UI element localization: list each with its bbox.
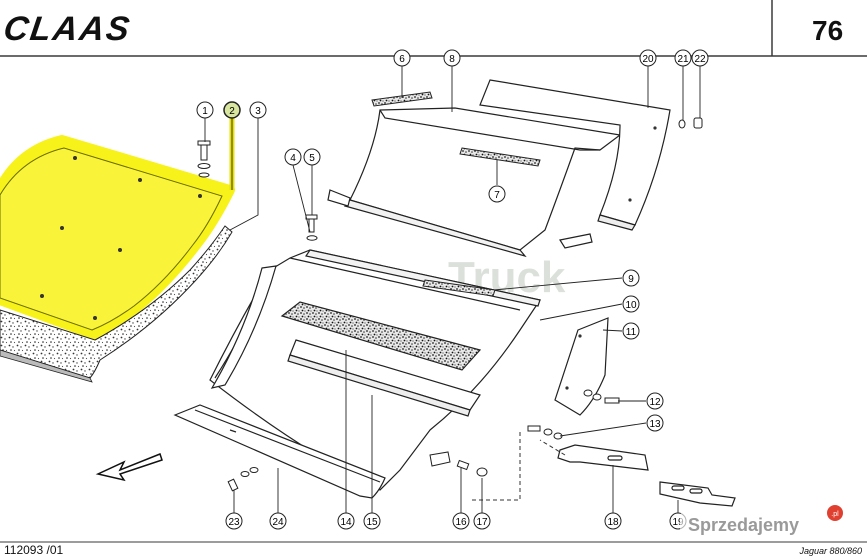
callout-17-label: 17 (476, 517, 488, 528)
callout-24: 24 (269, 512, 287, 530)
callout-4: 4 (284, 148, 302, 166)
direction-arrow (95, 453, 163, 482)
callout-20-label: 20 (642, 54, 654, 65)
callout-4-label: 4 (290, 153, 296, 164)
curved-plate-part-20 (479, 79, 671, 231)
callout-3: 3 (249, 101, 267, 119)
callout-19-label: 19 (672, 517, 684, 528)
callout-16-label: 16 (455, 517, 467, 528)
callout-1: 1 (196, 101, 214, 119)
callout-15-label: 15 (366, 517, 378, 528)
callout-8: 8 (443, 49, 461, 67)
callout-10: 10 (622, 295, 640, 313)
marketplace-badge: Sprzedajemy .pl (680, 505, 845, 538)
marketplace-badge-text: Sprzedajemy (688, 515, 799, 535)
brand-logo: CLAAS (1, 10, 133, 48)
callout-2: 2 (223, 101, 241, 119)
highlighted-cover-plate (0, 135, 235, 340)
marketplace-badge-suffix: .pl (831, 511, 839, 518)
marketplace-badge-dot (827, 505, 843, 521)
callout-5: 5 (303, 148, 321, 166)
leader-lines (204, 66, 701, 513)
callout-17: 17 (473, 512, 491, 530)
callout-16: 16 (452, 512, 470, 530)
model-label: Jaguar 880/860 (798, 546, 862, 556)
callout-24-label: 24 (272, 517, 284, 528)
callout-6: 6 (393, 49, 411, 67)
callout-13-label: 13 (649, 419, 661, 430)
insulation-mat (0, 225, 233, 383)
callout-23-label: 23 (228, 517, 240, 528)
perforated-plate-part-14 (280, 301, 482, 371)
bolt-part-12 (583, 389, 620, 404)
strip-part-6 (371, 91, 433, 107)
bolt-part-13 (527, 425, 563, 440)
callout-3-label: 3 (255, 106, 261, 117)
callout-8-label: 8 (449, 54, 455, 65)
callout-15: 15 (363, 512, 381, 530)
side-flange (210, 265, 277, 389)
callout-5-label: 5 (309, 153, 315, 164)
callout-10-label: 10 (625, 300, 637, 311)
side-panel-part-11 (554, 317, 609, 416)
callout-18: 18 (604, 512, 622, 530)
callout-7-label: 7 (494, 190, 500, 201)
callout-11-label: 11 (626, 327, 637, 338)
upper-shroud-part-8 (327, 107, 622, 258)
fasteners-21-22 (678, 117, 703, 129)
callout-11: 11 (622, 322, 640, 340)
callout-23: 23 (225, 512, 243, 530)
callout-21-label: 21 (677, 54, 689, 65)
strip-part-9 (422, 279, 496, 297)
callout-6-label: 6 (399, 54, 405, 65)
callout-20: 20 (639, 49, 657, 67)
callout-7: 7 (488, 185, 506, 203)
callout-12: 12 (646, 392, 664, 410)
callout-22-label: 22 (694, 54, 706, 65)
drawing-number: 112093 /01 (4, 543, 63, 557)
bolt-part-1 (197, 140, 211, 178)
bolt-part-5 (305, 214, 318, 241)
callout-2-label: 2 (229, 106, 235, 117)
dashed-connectors (470, 432, 566, 501)
angle-bar-part-15 (287, 339, 481, 417)
callout-14: 14 (337, 512, 355, 530)
bracket-part-18 (557, 444, 649, 471)
callout-13: 13 (646, 414, 664, 432)
callout-1-label: 1 (202, 106, 208, 117)
page-number: 76 (812, 15, 843, 46)
callout-12-label: 12 (649, 397, 661, 408)
callout-22: 22 (691, 49, 709, 67)
callout-21: 21 (674, 49, 692, 67)
perforated-strip-part-7 (459, 147, 541, 167)
bracket-part-19 (659, 481, 736, 507)
bolt-part-23 (227, 467, 259, 492)
callout-18-label: 18 (607, 517, 619, 528)
callout-14-label: 14 (340, 517, 352, 528)
mount-bracket (429, 451, 488, 477)
callout-9-label: 9 (628, 274, 634, 285)
callout-9: 9 (622, 269, 640, 287)
